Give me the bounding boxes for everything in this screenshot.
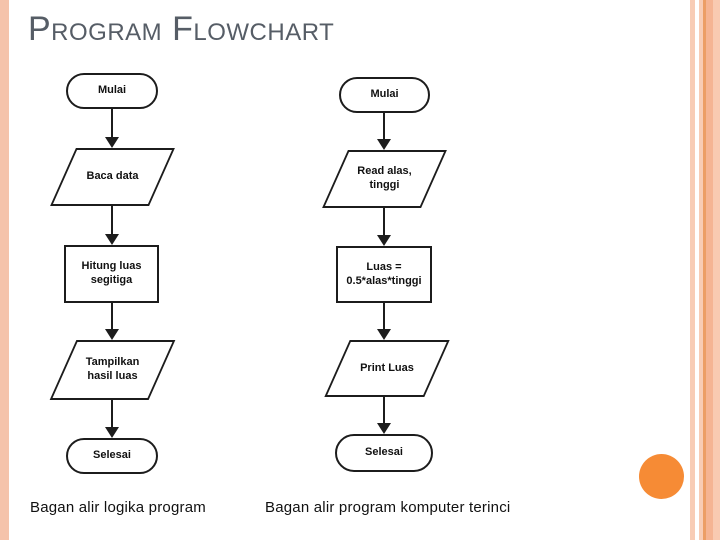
right-accent-stripe bbox=[713, 0, 720, 540]
node-label: Tampilkan hasil luas bbox=[85, 356, 140, 382]
flowchart2-caption: Bagan alir program komputer terinci bbox=[265, 499, 511, 516]
slide-title: Program Flowchart bbox=[28, 10, 335, 48]
left-accent-stripe bbox=[0, 0, 9, 540]
node-label: Selesai bbox=[93, 449, 131, 462]
node-label: Mulai bbox=[370, 88, 399, 101]
flowchart2-io-output: Print Luas bbox=[324, 340, 450, 397]
flowchart2-io-read: Read alas, tinggi bbox=[322, 150, 447, 208]
node-label: Read alas, tinggi bbox=[357, 165, 412, 191]
right-accent-stripe bbox=[690, 0, 695, 540]
right-accent-stripe bbox=[706, 0, 713, 540]
down-arrow bbox=[105, 400, 119, 438]
right-accent-stripe bbox=[703, 0, 706, 540]
node-label: Hitung luas segitiga bbox=[81, 260, 142, 286]
flowchart1-io-read: Baca data bbox=[50, 148, 175, 206]
down-arrow bbox=[105, 303, 119, 340]
accent-circle bbox=[639, 454, 684, 499]
flowchart2-process-compute: Luas = 0.5*alas*tinggi bbox=[336, 246, 432, 303]
flowchart2-terminator-end: Selesai bbox=[335, 434, 433, 472]
flowchart1-terminator-end: Selesai bbox=[66, 438, 158, 474]
node-label: Baca data bbox=[86, 170, 139, 183]
flowchart1-io-output: Tampilkan hasil luas bbox=[50, 340, 175, 400]
down-arrow bbox=[105, 206, 119, 245]
flowchart1-caption: Bagan alir logika program bbox=[30, 499, 206, 516]
down-arrow bbox=[105, 109, 119, 148]
down-arrow bbox=[377, 397, 391, 434]
node-label: Luas = 0.5*alas*tinggi bbox=[346, 260, 422, 287]
down-arrow bbox=[377, 208, 391, 246]
flowchart1-process-compute: Hitung luas segitiga bbox=[64, 245, 159, 303]
node-label: Print Luas bbox=[360, 361, 414, 374]
flowchart1-terminator-start: Mulai bbox=[66, 73, 158, 109]
node-label: Mulai bbox=[97, 84, 127, 97]
flowchart2-terminator-start: Mulai bbox=[339, 77, 430, 113]
down-arrow bbox=[377, 113, 391, 150]
right-accent-stripe bbox=[699, 0, 703, 540]
down-arrow bbox=[377, 303, 391, 340]
node-label: Selesai bbox=[365, 446, 403, 459]
